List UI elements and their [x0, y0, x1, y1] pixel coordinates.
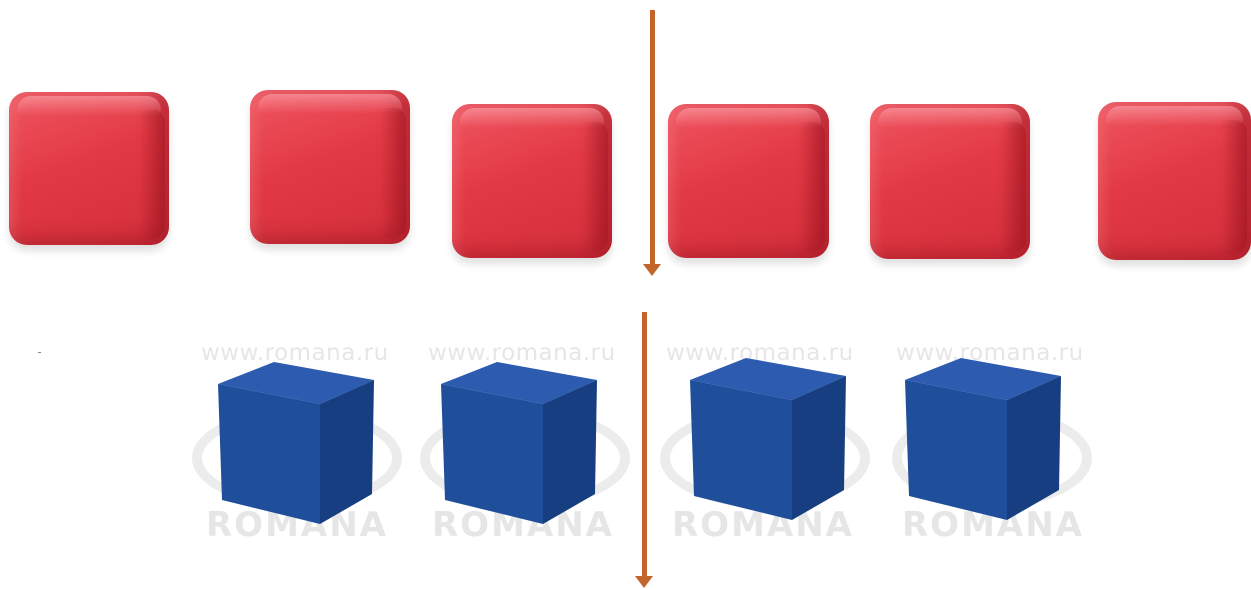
- top-arrow-head: [643, 264, 661, 276]
- bottom-arrow-head: [635, 576, 653, 588]
- blue-cube-4: [903, 358, 1063, 522]
- red-cube-3: [452, 104, 612, 258]
- red-cube-2: [250, 90, 410, 244]
- blue-cube-3: [688, 358, 848, 522]
- red-cube-4: [668, 104, 829, 258]
- blue-cube-1: [216, 362, 376, 526]
- stray-mark: [38, 352, 41, 353]
- top-arrow-shaft: [650, 10, 655, 266]
- bottom-arrow-shaft: [642, 312, 647, 578]
- red-cube-6: [1098, 102, 1251, 260]
- red-cube-5: [870, 104, 1030, 259]
- blue-cube-2: [439, 362, 599, 526]
- red-cube-1: [9, 92, 169, 245]
